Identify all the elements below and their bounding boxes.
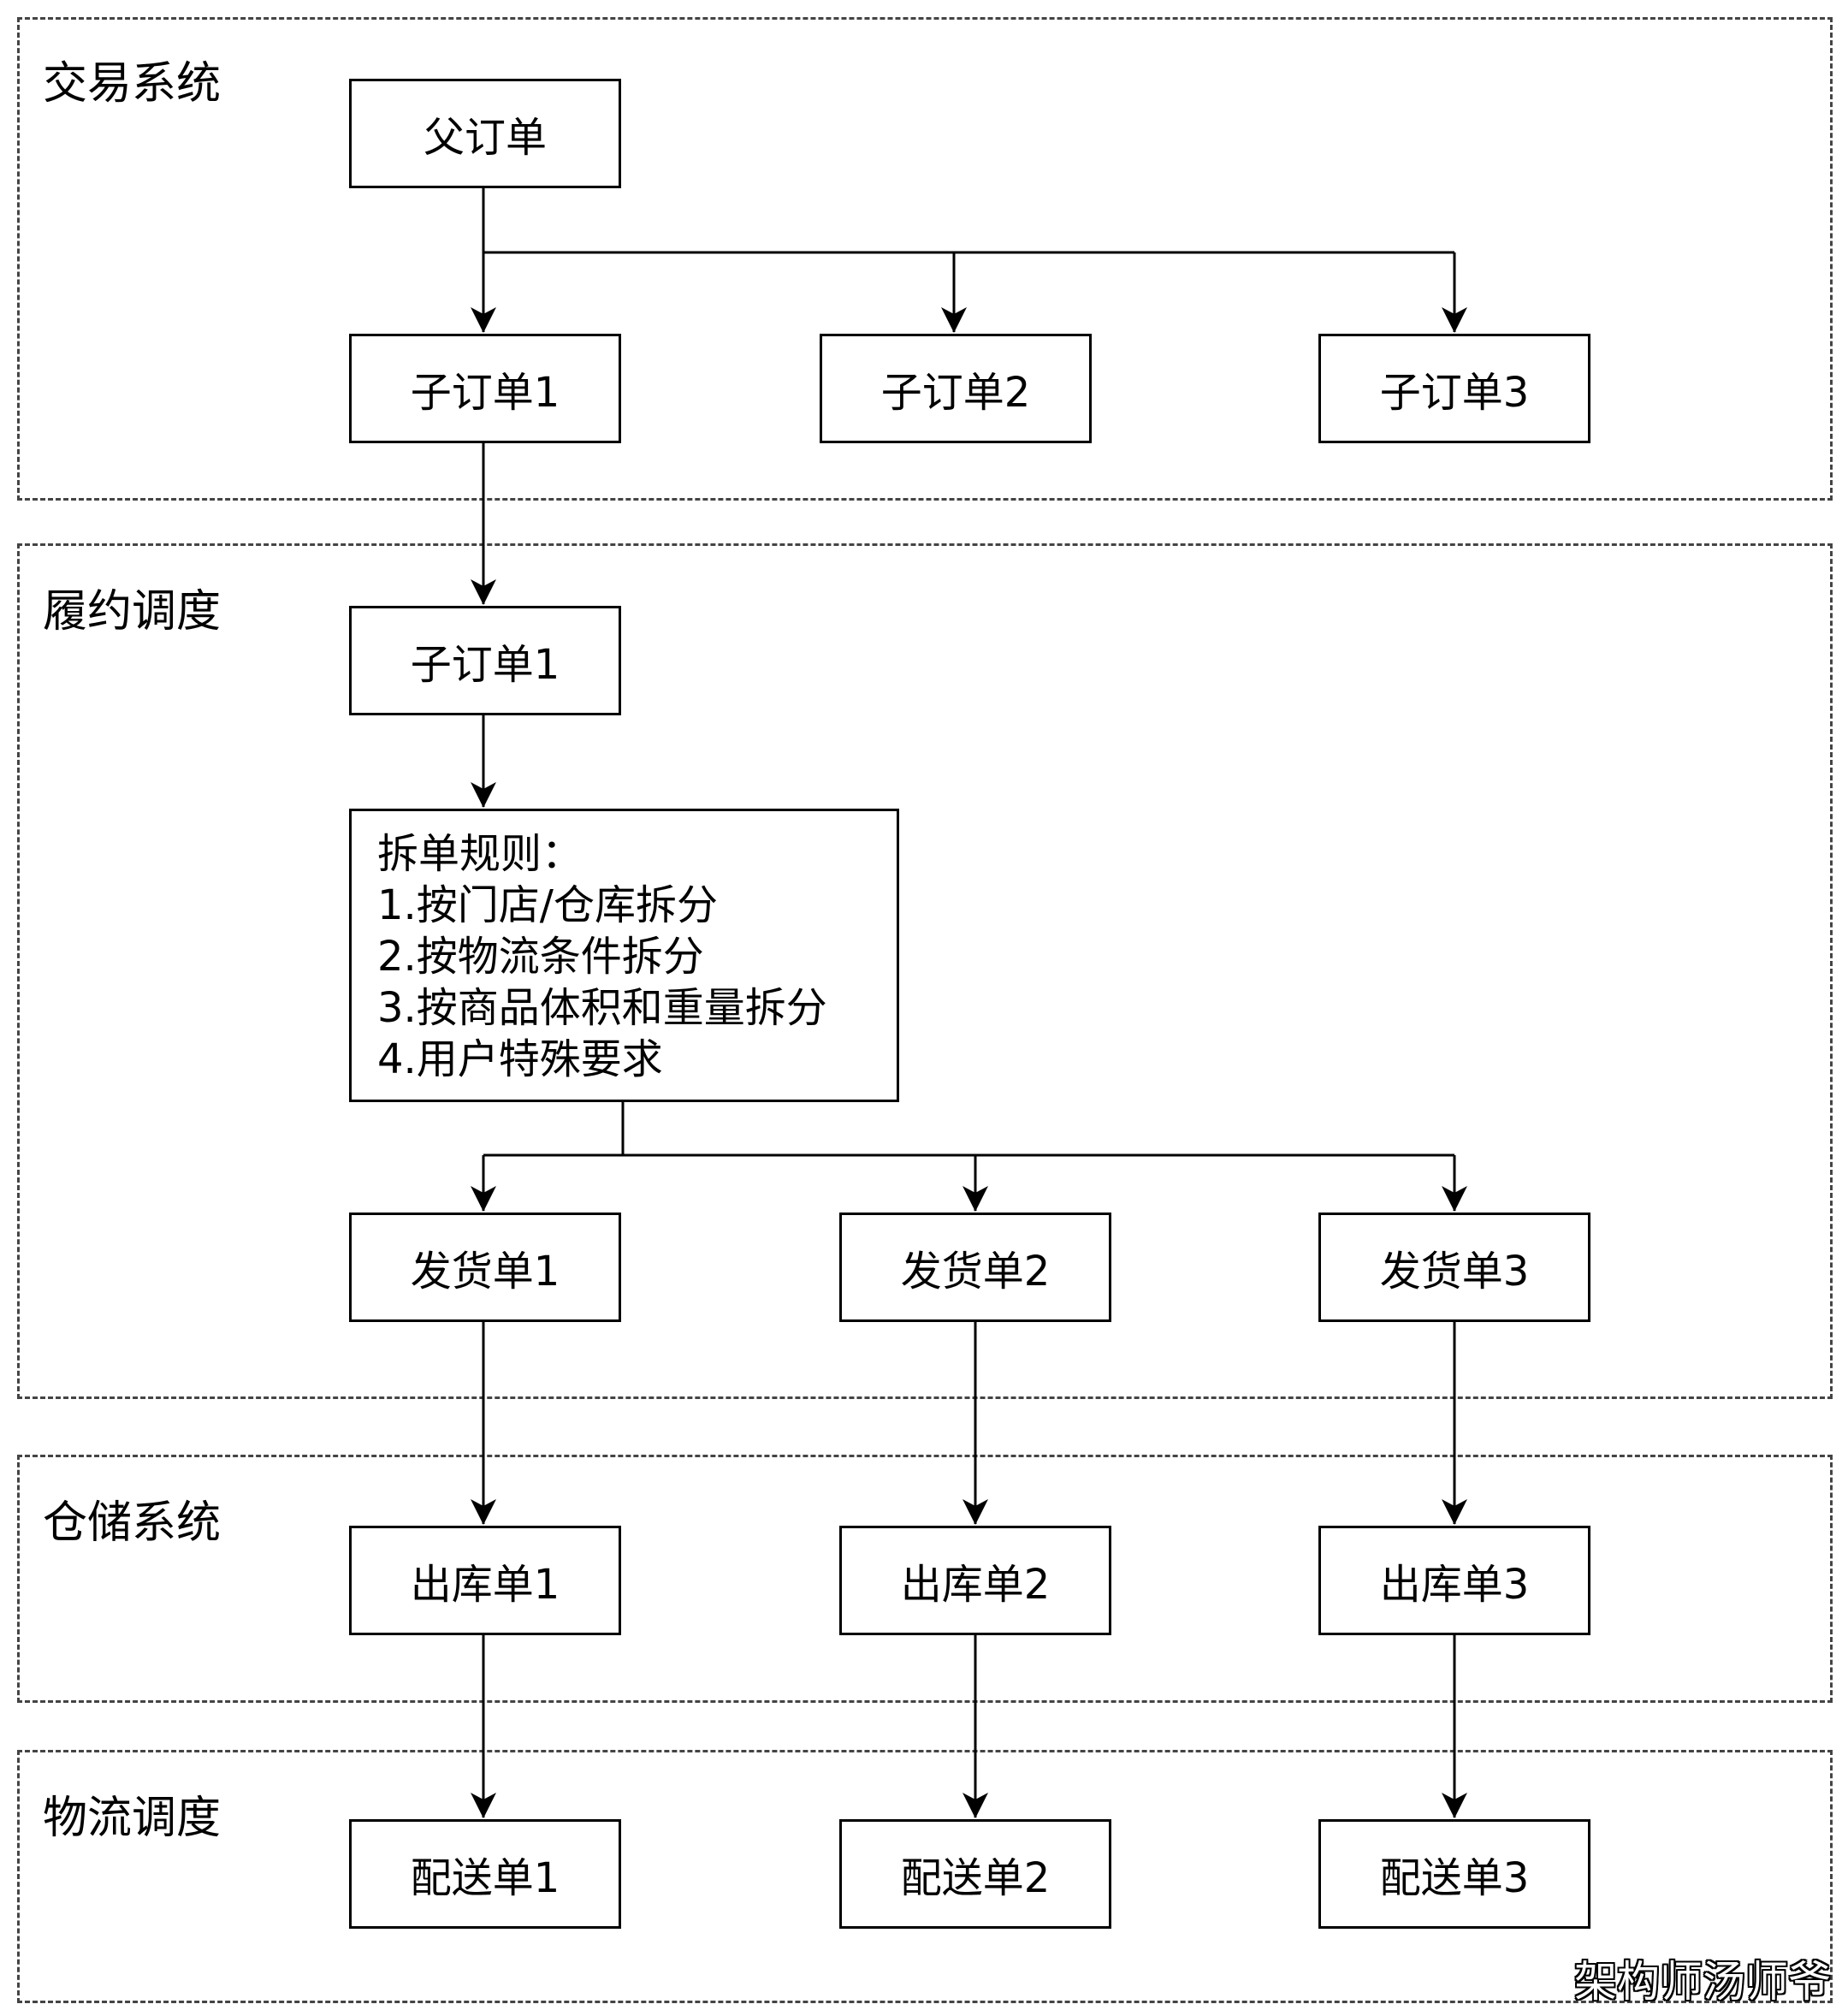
- watermark-text: 架构师汤师爷: [1574, 1957, 1831, 2007]
- zone-logistics-scheduling-label: 物流调度: [43, 1793, 222, 1844]
- zone-fulfillment-scheduling: [17, 543, 1833, 1399]
- zone-trade-system-label: 交易系统: [43, 58, 222, 110]
- node-dispatch-order-1: 配送单1: [349, 1819, 621, 1929]
- node-sub-order-2: 子订单2: [820, 334, 1092, 443]
- node-parent-order: 父订单: [349, 79, 621, 188]
- zone-logistics-scheduling: [17, 1750, 1833, 2003]
- split-rule-item: 1.按门店/仓库拆分: [377, 881, 718, 929]
- node-outbound-order-3: 出库单3: [1318, 1526, 1590, 1635]
- zone-warehouse-system: [17, 1455, 1833, 1703]
- zone-fulfillment-scheduling-label: 履约调度: [43, 586, 222, 637]
- node-delivery-order-3: 发货单3: [1318, 1213, 1590, 1322]
- node-delivery-order-2: 发货单2: [839, 1213, 1111, 1322]
- node-outbound-order-1: 出库单1: [349, 1526, 621, 1635]
- zone-trade-system: [17, 17, 1833, 501]
- zone-warehouse-system-label: 仓储系统: [43, 1497, 222, 1549]
- node-outbound-order-2: 出库单2: [839, 1526, 1111, 1635]
- node-sub-order-3: 子订单3: [1318, 334, 1590, 443]
- node-fulfillment-sub-order-1: 子订单1: [349, 606, 621, 715]
- split-rule-item: 3.按商品体积和重量拆分: [377, 984, 827, 1032]
- split-rule-item: 4.用户特殊要求: [377, 1035, 663, 1083]
- node-sub-order-1: 子订单1: [349, 334, 621, 443]
- node-dispatch-order-3: 配送单3: [1318, 1819, 1590, 1929]
- node-dispatch-order-2: 配送单2: [839, 1819, 1111, 1929]
- node-delivery-order-1: 发货单1: [349, 1213, 621, 1322]
- split-rules-box: 拆单规则： 1.按门店/仓库拆分 2.按物流条件拆分 3.按商品体积和重量拆分 …: [349, 809, 899, 1102]
- split-rule-item: 2.按物流条件拆分: [377, 933, 704, 981]
- split-rules-title: 拆单规则：: [377, 830, 583, 878]
